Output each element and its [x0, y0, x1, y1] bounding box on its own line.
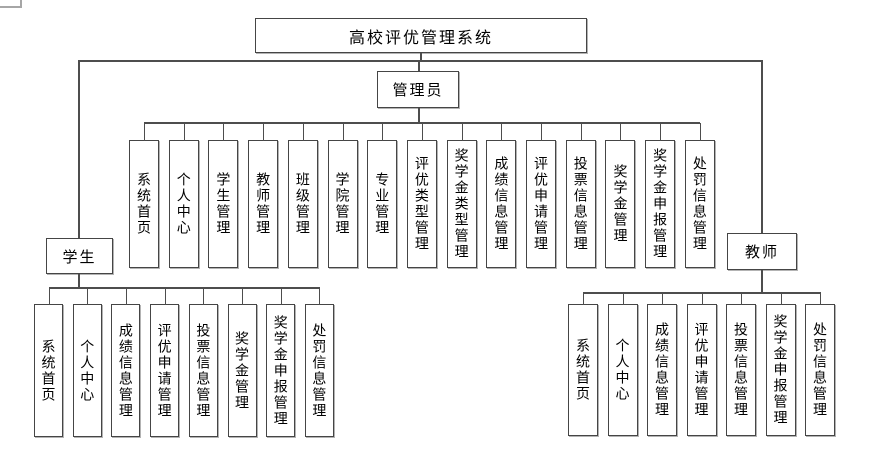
node-admin-child: 投票信息管理	[565, 123, 596, 268]
node-label: 专业管理	[374, 172, 391, 236]
node-label: 评优申请管理	[693, 322, 710, 418]
node-student-child: 奖学金申报管理	[266, 288, 296, 437]
teacher-children-row: 系统首页 个人中心 成绩信息管理 评优申请管理 投票信息管理 奖学金申报管理 处…	[568, 293, 835, 436]
node-label: 学院管理	[334, 172, 351, 236]
node-student-child: 成绩信息管理	[111, 288, 141, 437]
node-admin-child: 奖学金类型管理	[446, 123, 477, 268]
node-teacher-child: 奖学金申报管理	[765, 293, 796, 436]
node-student-child: 投票信息管理	[188, 288, 218, 437]
node-label: 奖学金申报管理	[272, 314, 289, 427]
node-label: 成绩信息管理	[493, 156, 510, 252]
node-label: 个人中心	[614, 338, 631, 402]
node-student: 学生	[46, 238, 113, 274]
node-admin-child: 学院管理	[327, 123, 358, 268]
node-student-child: 个人中心	[72, 288, 102, 437]
connector-root-stem	[420, 53, 422, 60]
node-teacher-child: 评优申请管理	[686, 293, 717, 436]
node-label: 投票信息管理	[733, 322, 749, 418]
connector-student-stem	[78, 274, 80, 287]
node-label: 个人中心	[79, 338, 96, 403]
node-admin-child: 成绩信息管理	[486, 123, 517, 268]
node-student-child: 系统首页	[34, 288, 63, 437]
node-label: 成绩信息管理	[117, 322, 134, 419]
node-teacher-child: 个人中心	[607, 293, 638, 436]
node-label: 处罚信息管理	[311, 322, 328, 419]
node-label: 处罚信息管理	[812, 322, 828, 418]
node-admin-child: 评优类型管理	[406, 123, 437, 268]
node-teacher-child: 投票信息管理	[726, 293, 756, 436]
node-label: 奖学金申报管理	[652, 148, 669, 260]
connector-teacher-drop	[761, 60, 763, 233]
node-label: 成绩信息管理	[654, 322, 670, 418]
node-teacher-child: 系统首页	[568, 293, 598, 436]
node-label: 投票信息管理	[195, 322, 212, 419]
node-label: 评优申请管理	[533, 156, 550, 252]
node-admin-child: 个人中心	[168, 123, 199, 268]
node-root: 高校评优管理系统	[255, 18, 587, 53]
node-admin-child: 奖学金管理	[605, 123, 636, 268]
node-teacher-child: 处罚信息管理	[805, 293, 835, 436]
node-student-child: 处罚信息管理	[304, 288, 334, 437]
node-admin-child: 学生管理	[208, 123, 239, 268]
node-admin-label: 管理员	[392, 82, 444, 99]
node-label: 奖学金管理	[612, 164, 629, 244]
node-admin-child: 班级管理	[287, 123, 318, 268]
node-label: 教师管理	[255, 172, 272, 236]
node-label: 系统首页	[136, 172, 152, 236]
node-label: 班级管理	[294, 172, 311, 236]
connector-student-drop	[78, 60, 80, 238]
node-admin-child: 处罚信息管理	[684, 123, 715, 268]
node-student-child: 奖学金管理	[227, 288, 257, 437]
connector-admin-drop	[418, 60, 420, 71]
node-label: 奖学金管理	[234, 330, 251, 411]
node-student-child: 评优申请管理	[150, 288, 180, 437]
node-admin-child: 教师管理	[248, 123, 279, 268]
node-label: 系统首页	[40, 338, 57, 403]
node-label: 投票信息管理	[572, 156, 589, 252]
admin-children-row: 系统首页 个人中心 学生管理 教师管理 班级管理 学院管理 专业管理 评优类型管…	[129, 123, 715, 268]
node-label: 处罚信息管理	[691, 156, 708, 252]
node-label: 系统首页	[575, 338, 591, 402]
node-root-label: 高校评优管理系统	[348, 29, 493, 47]
node-teacher: 教师	[727, 233, 797, 270]
connector-teacher-stem	[761, 270, 763, 292]
node-label: 个人中心	[175, 172, 192, 236]
connector-student-horizontal	[49, 287, 320, 289]
node-teacher-child: 成绩信息管理	[647, 293, 677, 436]
node-admin-child: 评优申请管理	[526, 123, 557, 268]
node-student-label: 学生	[62, 248, 97, 266]
connector-main-horizontal	[79, 60, 763, 62]
node-admin-child: 专业管理	[367, 123, 398, 268]
connector-admin-stem	[418, 108, 420, 122]
node-admin-child: 奖学金申报管理	[645, 123, 676, 268]
node-label: 评优类型管理	[413, 156, 430, 252]
node-admin: 管理员	[377, 71, 459, 108]
node-admin-child: 系统首页	[129, 123, 159, 268]
node-teacher-label: 教师	[744, 244, 779, 261]
cropped-corner-box	[0, 0, 22, 8]
node-label: 评优申请管理	[156, 322, 173, 419]
student-children-row: 系统首页 个人中心 成绩信息管理 评优申请管理 投票信息管理 奖学金管理 奖学金…	[34, 288, 334, 437]
node-label: 学生管理	[215, 172, 232, 236]
node-label: 奖学金类型管理	[453, 148, 470, 260]
node-label: 奖学金申报管理	[772, 314, 789, 426]
